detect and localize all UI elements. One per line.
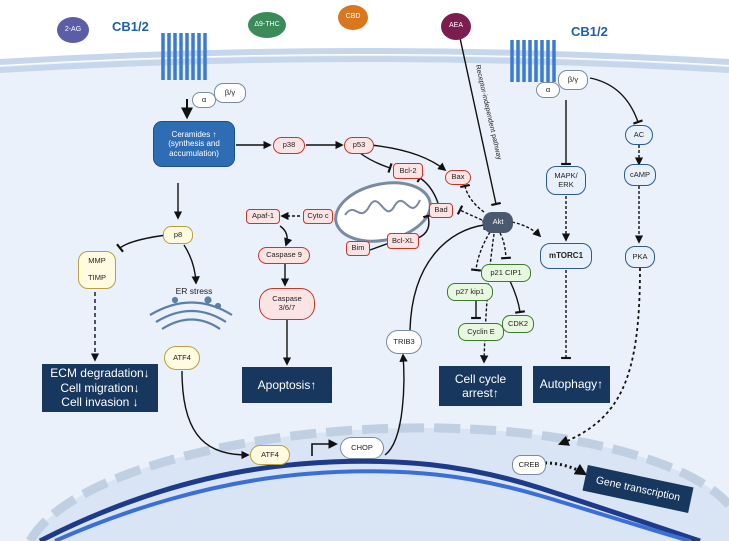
creb-node: CREB (512, 455, 546, 475)
bclxl-node: Bcl-XL (387, 233, 419, 249)
membrane-outer (0, 48, 729, 65)
cdk2-node: CDK2 (502, 315, 534, 333)
receptor-label-right: CB1/2 (571, 24, 608, 39)
cyclin-e-node: Cyclin E (458, 323, 504, 341)
membrane-inner (0, 56, 729, 73)
atf4-nucleus-node: ATF4 (250, 445, 290, 465)
ligand-2-ag: 2-AG (57, 17, 89, 43)
outcome-apoptosis: Apoptosis↑ (242, 367, 332, 403)
mmp-node: MMP (88, 255, 106, 265)
ac-node: AC (625, 125, 653, 145)
nucleus (30, 427, 729, 541)
outcome-ecm: ECM degradation↓ Cell migration↓ Cell in… (42, 364, 158, 412)
caspase367-node: Caspase 3/6/7 (259, 288, 315, 320)
p21-node: p21 CIP1 (481, 264, 531, 282)
mapk-erk-node: MAPK/ ERK (546, 166, 586, 195)
endoplasmic-reticulum (149, 296, 233, 330)
bax-node: Bax (445, 170, 471, 185)
cyto-c-node: Cyto c (303, 209, 333, 224)
chop-node: CHOP (340, 437, 384, 459)
p8-node: p8 (163, 226, 193, 244)
camp-node: cAMP (624, 164, 656, 186)
atf4-er-node: ATF4 (164, 346, 200, 370)
ligand-aea: AEA (441, 13, 471, 40)
apaf1-node: Apaf-1 (246, 209, 280, 224)
bim-node: Bim (346, 241, 370, 256)
nuclear-envelope (26, 423, 729, 541)
alpha-subunit-right: α (536, 82, 560, 98)
ligand-thc: Δ9-THC (248, 12, 286, 38)
receptor-label-left: CB1/2 (112, 19, 149, 34)
beta-gamma-subunit-left: β/γ (214, 83, 246, 103)
p53-node: p53 (344, 137, 374, 154)
p38-node: p38 (273, 137, 305, 154)
ligand-cbd: CBD (338, 5, 368, 30)
akt-node: Akt (483, 212, 513, 233)
p27-node: p27 kip1 (447, 283, 493, 301)
ceramides-node: Ceramides ↑ (synthesis and accumulation) (153, 121, 235, 167)
outcome-cell-cycle-arrest: Cell cycle arrest↑ (439, 366, 522, 406)
alpha-subunit-left: α (192, 92, 216, 108)
mtorc1-node: mTORC1 (540, 243, 592, 269)
bcl2-node: Bcl-2 (393, 163, 423, 179)
bad-node: Bad (429, 203, 453, 218)
dna-strand-a (38, 458, 701, 541)
dna-strand-b (54, 469, 691, 541)
receptor-right (510, 40, 556, 82)
outcome-autophagy: Autophagy↑ (533, 366, 610, 403)
beta-gamma-subunit-right: β/γ (558, 70, 588, 90)
mitochondrion (334, 181, 432, 243)
timp-node: TIMP (88, 272, 106, 282)
trib3-node: TRIB3 (386, 330, 422, 354)
er-stress-label: ER stress (175, 286, 213, 297)
mmp-timp-group (78, 251, 116, 289)
pka-node: PKA (625, 246, 655, 268)
caspase9-node: Caspase 9 (258, 247, 310, 264)
receptor-left (161, 33, 207, 80)
